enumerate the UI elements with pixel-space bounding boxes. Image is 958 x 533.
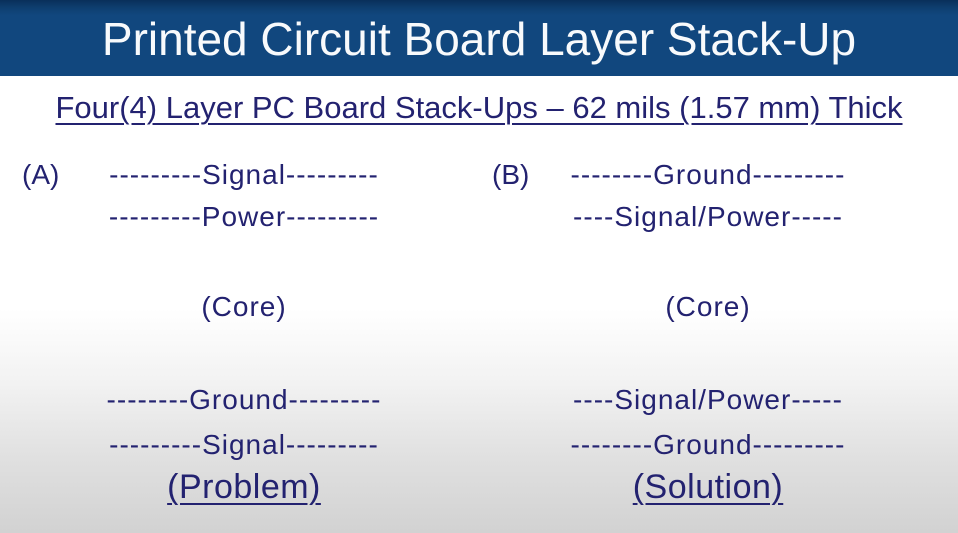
stackup-b-bottom-layer-1: ----Signal/Power----- [573, 384, 843, 415]
title-banner: Printed Circuit Board Layer Stack-Up [0, 0, 958, 76]
slide-title: Printed Circuit Board Layer Stack-Up [101, 13, 857, 65]
stackup-b-label: (B) [492, 159, 530, 190]
stackup-b-top-layer-1: --------Ground--------- [570, 159, 846, 190]
stackup-b-bottom-layer-2: --------Ground--------- [570, 429, 846, 460]
stackup-a-label: (A) [22, 159, 60, 190]
stackup-a-top-layer-1: ---------Signal--------- [109, 159, 379, 190]
stackup-a-top-layer-2: ---------Power--------- [108, 201, 380, 232]
stackup-b-caption: (Solution) [632, 468, 784, 506]
stackup-b-top-layer-2: ----Signal/Power----- [573, 201, 843, 232]
stackup-b: --------Ground--------- ----Signal/Power… [528, 159, 888, 506]
subtitle-row: Four(4) Layer PC Board Stack-Ups – 62 mi… [0, 90, 958, 126]
stackup-a-caption: (Problem) [167, 468, 321, 506]
stackup-b-core-label: (Core) [665, 291, 751, 322]
stackup-a: ---------Signal--------- ---------Power-… [64, 159, 424, 506]
stackup-a-bottom-layer-1: --------Ground--------- [106, 384, 382, 415]
subtitle: Four(4) Layer PC Board Stack-Ups – 62 mi… [55, 90, 903, 125]
stackup-a-core-label: (Core) [201, 291, 287, 322]
stackup-a-bottom-layer-2: ---------Signal--------- [109, 429, 379, 460]
